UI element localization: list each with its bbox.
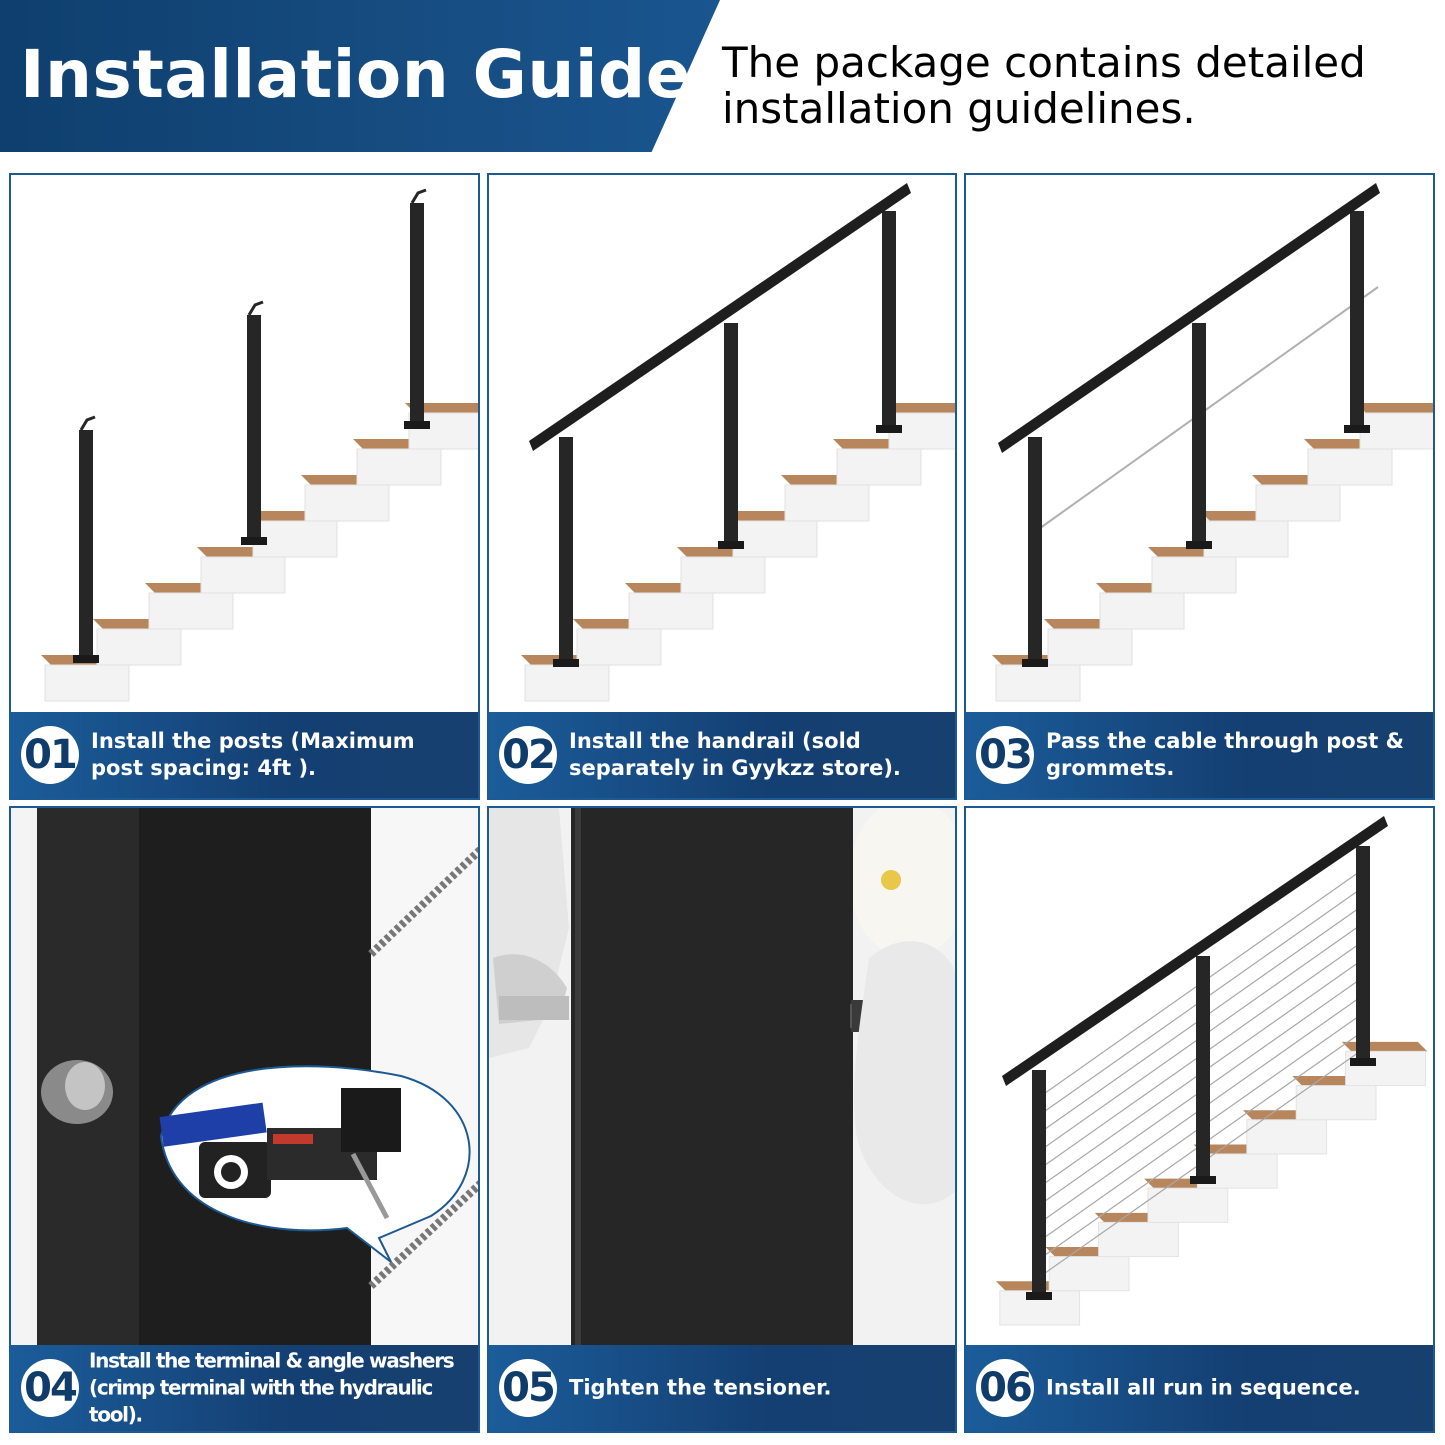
step-panel-02: 02 Install the handrail (sold separately… (487, 173, 957, 800)
step-panel-03: 03 Pass the cable through post & grommet… (964, 173, 1435, 800)
step-panel-06: 06 Install all run in sequence. (964, 806, 1435, 1433)
step-panel-01: 01 Install the posts (Maximum post spaci… (9, 173, 480, 800)
post-icon (553, 211, 902, 667)
glove-icon (854, 941, 955, 1205)
post-icon (1026, 846, 1376, 1300)
post-icon (1022, 211, 1370, 667)
handrail-icon (1002, 816, 1388, 1086)
step-number-badge: 02 (499, 726, 557, 784)
illustration-stairs-cable (992, 183, 1433, 702)
illustration-tighten-tensioner (489, 808, 955, 1349)
header-banner (0, 0, 720, 152)
angle-washer-icon (41, 1060, 113, 1124)
staircase (996, 1041, 1428, 1326)
caption-bar: 05 Tighten the tensioner. (489, 1345, 955, 1431)
step-instruction: Tighten the tensioner. (569, 1375, 832, 1400)
illustration-crimp-terminal (11, 808, 478, 1349)
staircase (521, 403, 955, 702)
post-icon (73, 188, 430, 663)
step-instruction: Install all run in sequence. (1046, 1375, 1361, 1400)
step-number-badge: 03 (976, 726, 1034, 784)
step-instruction: Pass the cable through post & grommets. (1046, 729, 1404, 780)
step-panel-04: 04 Install the terminal & angle washers … (9, 806, 480, 1433)
caption-bar: 04 Install the terminal & angle washers … (11, 1345, 478, 1431)
hydraulic-crimper-icon (159, 1065, 471, 1263)
step-panel-05: 05 Tighten the tensioner. (487, 806, 957, 1433)
caption-bar: 03 Pass the cable through post & grommet… (966, 712, 1433, 798)
illustration-finished-railing (996, 816, 1428, 1326)
handrail-icon (998, 183, 1380, 453)
step-number-badge: 06 (976, 1359, 1034, 1417)
caption-bar: 02 Install the handrail (sold separately… (489, 712, 955, 798)
illustration-stairs-handrail (521, 183, 955, 702)
page-subtitle: The package contains detailed installati… (722, 38, 1366, 133)
step-number-badge: 01 (21, 726, 79, 784)
caption-bar: 06 Install all run in sequence. (966, 1345, 1433, 1431)
step-instruction: Install the posts (Maximum post spacing:… (91, 729, 415, 780)
caption-bar: 01 Install the posts (Maximum post spaci… (11, 712, 478, 798)
handrail-icon (529, 183, 911, 451)
step-instruction: Install the terminal & angle washers (cr… (89, 1348, 455, 1427)
staircase (992, 403, 1433, 702)
step-number-badge: 05 (499, 1359, 557, 1417)
step-instruction: Install the handrail (sold separately in… (569, 729, 901, 780)
illustration-stairs-posts (41, 188, 478, 702)
cable-icon (1035, 286, 1379, 532)
step-number-badge: 04 (21, 1359, 79, 1417)
page-title: Installation Guide (20, 36, 691, 113)
